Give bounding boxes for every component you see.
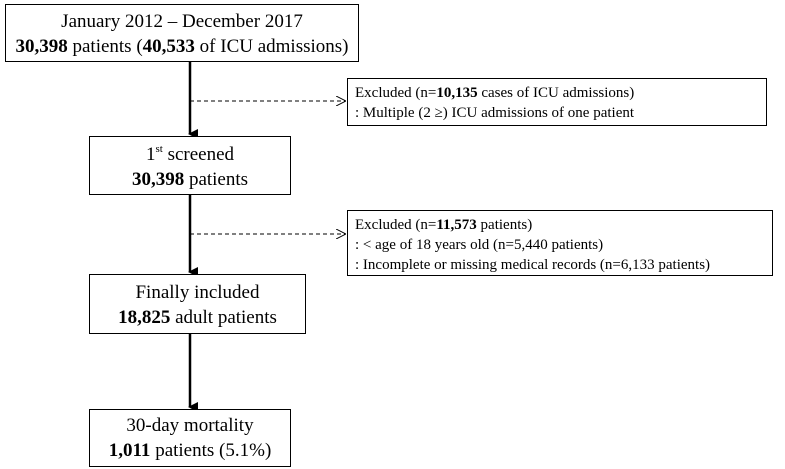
included-label: Finally included	[135, 282, 260, 303]
excluded2-count: 11,573	[436, 217, 477, 233]
mortality-count: 1,011	[108, 440, 151, 461]
screened-label: 1st screened	[145, 142, 235, 165]
box-excluded-multiple-admissions: Excluded (n=10,135 cases of ICU admissio…	[347, 78, 767, 126]
box-study-period: January 2012 – December 2017 30,398 pati…	[5, 4, 359, 62]
box-finally-included: Finally included 18,825 adult patients	[89, 274, 306, 334]
included-counts: 18,825 adult patients	[118, 307, 277, 328]
mortality-counts: 1,011 patients (5.1%)	[108, 440, 272, 461]
box-first-screened: 1st screened 30,398 patients	[89, 136, 291, 195]
total-patients-count: 30,398	[15, 36, 68, 57]
study-period-counts: 30,398 patients (40,533 of ICU admission…	[15, 36, 349, 57]
screened-count: 30,398	[131, 169, 185, 190]
excluded1-header: Excluded (n=10,135 cases of ICU admissio…	[355, 85, 635, 101]
icu-admissions-count: 40,533	[142, 36, 195, 57]
excluded2-reason-age: : < age of 18 years old (n=5,440 patient…	[355, 237, 604, 253]
mortality-label: 30-day mortality	[126, 415, 254, 436]
screened-counts: 30,398 patients	[131, 169, 249, 190]
study-period-label: January 2012 – December 2017	[61, 11, 303, 32]
box-excluded-age-records: Excluded (n=11,573 patients) : < age of …	[347, 210, 773, 276]
box-30-day-mortality: 30-day mortality 1,011 patients (5.1%)	[89, 409, 291, 467]
included-count: 18,825	[118, 307, 171, 328]
excluded1-count: 10,135	[436, 85, 478, 101]
excluded1-reason: : Multiple (2 ≥) ICU admissions of one p…	[355, 105, 635, 121]
excluded2-header: Excluded (n=11,573 patients)	[355, 217, 533, 233]
excluded2-reason-records: : Incomplete or missing medical records …	[355, 257, 711, 273]
